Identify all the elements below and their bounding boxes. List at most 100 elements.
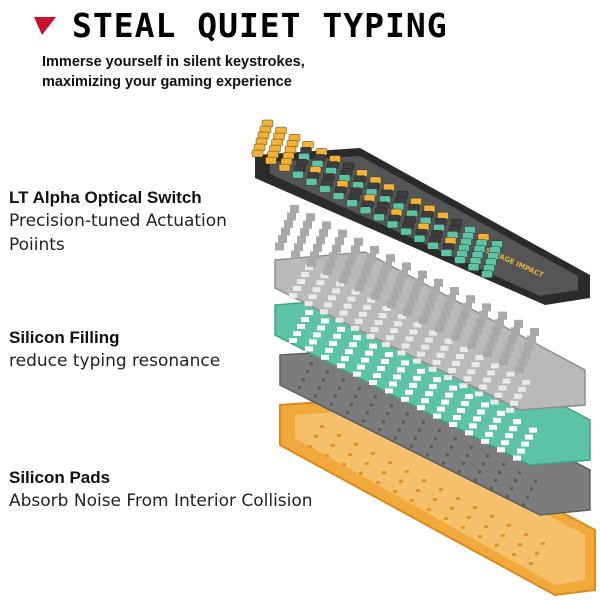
pad-dot — [410, 444, 413, 448]
foam-hole — [497, 447, 505, 453]
switch — [339, 275, 348, 284]
foam-hole — [353, 335, 361, 341]
keycap — [413, 234, 426, 243]
switch — [387, 299, 396, 308]
switch — [460, 310, 469, 319]
switch — [399, 269, 408, 278]
foam-hole — [365, 350, 373, 356]
switch — [319, 228, 328, 237]
switch — [383, 261, 392, 270]
pad-dot — [510, 487, 513, 491]
plate-hole — [440, 345, 449, 351]
feature-desc-line-1: Precision-tuned Actuation — [9, 211, 227, 231]
plate-hole — [308, 294, 317, 300]
keycap — [319, 185, 331, 193]
case-bump — [535, 552, 539, 555]
keycap — [440, 249, 453, 257]
case-bump — [484, 525, 488, 528]
plate-hole — [421, 344, 429, 350]
case-bump — [308, 445, 312, 448]
foam-hole — [333, 333, 341, 339]
switch — [457, 317, 466, 326]
foam-hole — [337, 363, 345, 369]
switch — [351, 245, 360, 254]
foam-hole — [437, 406, 445, 412]
plate-hole — [405, 336, 414, 342]
switch — [291, 250, 300, 259]
switch — [406, 300, 415, 309]
foam-hole — [413, 375, 421, 381]
case-bump — [359, 472, 363, 475]
keycap — [305, 178, 318, 186]
switch — [422, 308, 431, 317]
foam-hole — [325, 347, 333, 353]
switch — [367, 253, 376, 262]
foam-hole — [449, 422, 457, 427]
pad-dot — [382, 420, 385, 423]
pad-dot — [302, 378, 305, 381]
switch — [342, 267, 351, 276]
plate-hole — [320, 273, 329, 279]
pad-dot — [466, 454, 469, 457]
case-bump — [461, 526, 465, 529]
switch — [454, 325, 463, 334]
foam-hole — [441, 399, 449, 405]
pad-dot — [374, 395, 377, 399]
switch — [438, 317, 447, 325]
plate-hole — [394, 321, 402, 327]
feature-title: LT Alpha Optical Switch — [9, 188, 202, 207]
headline-title: STEAL QUIET TYPING — [72, 6, 448, 45]
foam-hole — [305, 310, 313, 315]
plate-hole — [382, 306, 391, 311]
keycap — [265, 156, 277, 165]
switch — [329, 252, 338, 261]
foam-hole — [321, 318, 329, 324]
plate-hole — [463, 376, 472, 382]
case-bump — [495, 544, 499, 547]
switch — [502, 349, 511, 358]
plate-hole — [510, 400, 518, 406]
switch — [386, 254, 395, 263]
plate-hole — [397, 350, 406, 356]
foam-hole — [421, 398, 429, 404]
keycap — [454, 256, 466, 264]
switch — [358, 276, 367, 284]
plate-hole — [432, 359, 441, 365]
plate-hole — [359, 311, 367, 317]
foam-hole — [297, 324, 305, 329]
plate-hole — [417, 351, 425, 357]
pad-dot — [426, 453, 429, 457]
plate-hole — [436, 352, 445, 358]
plate-hole — [343, 303, 352, 309]
switch — [431, 286, 440, 295]
case-bump — [314, 435, 318, 438]
case-bump — [371, 452, 375, 455]
switch — [467, 340, 476, 349]
foam-hole — [313, 332, 321, 338]
foam-hole — [433, 377, 441, 383]
plate-hole — [483, 377, 491, 383]
switch — [434, 278, 443, 287]
pad-dot — [342, 378, 345, 382]
plate-hole — [502, 378, 511, 384]
switch — [307, 258, 316, 267]
foam-hole — [493, 417, 501, 423]
case-bump — [399, 480, 403, 483]
plate-hole — [444, 375, 452, 380]
case-bump — [427, 508, 431, 511]
feature-title: Silicon Filling — [9, 328, 120, 347]
switch — [287, 212, 296, 221]
switch — [482, 303, 491, 312]
case-bump — [410, 499, 414, 502]
switch — [313, 243, 322, 252]
foam-hole — [389, 381, 397, 387]
switch — [323, 267, 332, 276]
switch — [361, 268, 370, 277]
foam-hole — [381, 359, 389, 364]
foam-hole — [417, 405, 425, 411]
plate-hole — [522, 379, 530, 385]
feature-desc-line-1: Absorb Noise From Interior Collision — [9, 491, 313, 511]
plate-hole — [398, 314, 406, 320]
plate-hole — [367, 297, 375, 303]
foam-hole — [385, 352, 393, 357]
